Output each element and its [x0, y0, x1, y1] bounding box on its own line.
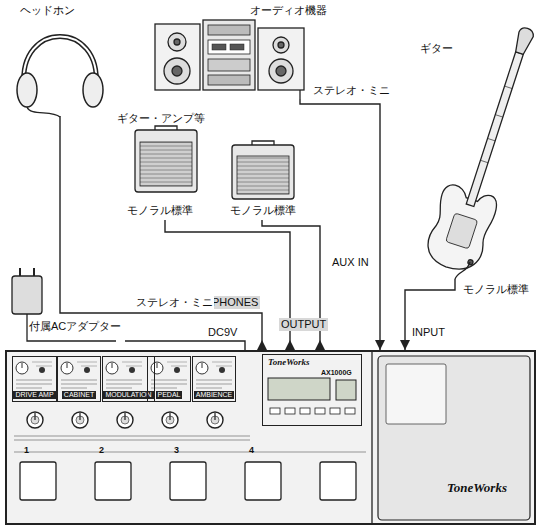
guitar-amp-drawing	[135, 126, 294, 199]
module-name: DRIVE AMP	[13, 391, 55, 399]
module-name: PEDAL	[156, 391, 183, 399]
device-name: ギター	[420, 42, 453, 55]
headphones-drawing	[17, 37, 103, 118]
guitar-amp: モノラル標準	[220, 140, 310, 220]
device-name: 付属ACアダプター	[29, 320, 121, 333]
ac-adapter: 付属ACアダプター	[5, 268, 125, 346]
effect-module: DRIVE AMP	[12, 356, 57, 402]
cable-label: ステレオ・ミニ	[312, 84, 391, 97]
device-name: モノラル標準	[127, 204, 193, 217]
device-name: ギター・アンプ等	[117, 112, 205, 125]
footswitch-number: 4	[247, 445, 256, 456]
brand-logo: AX1000G	[321, 369, 352, 377]
device-name: モノラル標準	[230, 204, 296, 217]
guitar: ギター	[398, 30, 536, 279]
guitar-amp: ギター・アンプ等モノラル標準	[115, 112, 215, 220]
module-name: AMBIENCE	[194, 391, 235, 399]
footswitch-number: 1	[22, 445, 31, 456]
effect-module: AMBIENCE	[192, 356, 236, 402]
jack-label: INPUT	[410, 326, 447, 339]
jack-label: DC9V	[206, 326, 239, 339]
footswitch-number: 2	[97, 445, 106, 456]
display-panel: ToneWorksAX1000G	[262, 354, 362, 426]
device-name: オーディオ機器	[250, 4, 327, 17]
cable-label: モノラル標準	[462, 283, 530, 296]
effect-unit-drawing	[5, 350, 536, 525]
guitar-drawing	[421, 19, 541, 276]
cable	[405, 279, 455, 350]
effect-unit: ToneWorksAX1000GDRIVE AMPCABINETMODULATI…	[5, 350, 536, 525]
effect-module: PEDAL	[147, 356, 191, 402]
jack-label: OUTPUT	[279, 318, 328, 331]
cable	[60, 116, 262, 350]
brand-logo: ToneWorks	[447, 480, 507, 496]
jack-label: PHONES	[210, 296, 260, 309]
cable	[300, 99, 380, 350]
effect-module: CABINET	[57, 356, 101, 402]
cable	[125, 341, 245, 350]
device-name: ヘッドホン	[20, 4, 75, 17]
footswitch-number: 3	[172, 445, 181, 456]
brand-logo: ToneWorks	[268, 357, 310, 368]
jack-label: AUX IN	[330, 256, 371, 269]
cable-label: ステレオ・ミニ	[135, 296, 214, 309]
audio-system-drawing	[155, 20, 304, 99]
module-name: CABINET	[62, 391, 96, 399]
headphones: ヘッドホン	[10, 4, 110, 116]
cable	[165, 220, 290, 350]
audio-system: オーディオ機器	[150, 2, 330, 99]
